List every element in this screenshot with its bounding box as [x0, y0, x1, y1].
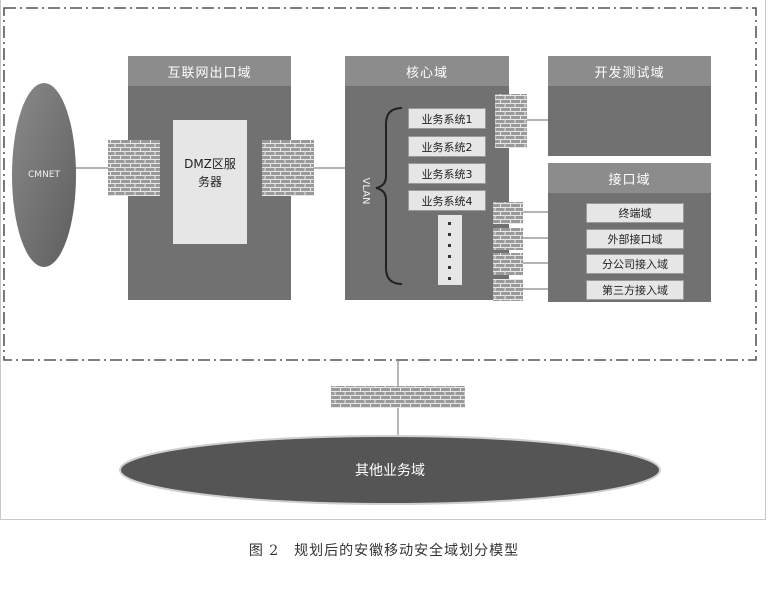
interface-domain-header: [548, 163, 711, 193]
devtest-domain-header: [548, 56, 711, 86]
figure-caption: 图 2 规划后的安徽移动安全域划分模型: [248, 543, 520, 559]
terminal-domain: 终端域: [586, 203, 684, 223]
firewall-icon: [495, 94, 527, 148]
firewall-icon: [262, 140, 314, 196]
external-interface-domain: 外部接口域: [586, 229, 684, 249]
dmz-server-box: [173, 120, 247, 244]
internet-domain-header: [128, 56, 291, 86]
security-zone-boundary: [3, 7, 757, 361]
dmz-server-label: DMZ区服务器: [184, 157, 236, 189]
other-business-domain-label: 其他业务域: [355, 463, 425, 479]
more-systems-box: [438, 215, 462, 285]
figure-frame: [0, 0, 766, 520]
cmnet-label: CMNET: [28, 170, 60, 180]
business-system-3: 业务系统3: [408, 163, 486, 184]
third-party-access-domain: 第三方接入域: [586, 280, 684, 300]
business-system-4: 业务系统4: [408, 190, 486, 211]
firewall-icon: [493, 253, 523, 275]
branch-access-domain: 分公司接入域: [586, 254, 684, 274]
ellipsis-dots: [448, 222, 451, 280]
internet-domain-title: 互联网出口域: [167, 65, 252, 81]
firewall-icon: [493, 228, 523, 250]
firewall-icon: [493, 279, 523, 301]
business-system-2: 业务系统2: [408, 136, 486, 157]
cmnet-cloud: [12, 83, 76, 267]
brace-icon: [375, 107, 403, 285]
business-system-1: 业务系统1: [408, 108, 486, 129]
core-domain-title: 核心域: [405, 65, 448, 81]
other-business-domain-ellipse: [119, 435, 661, 505]
firewall-icon: [108, 140, 160, 196]
firewall-icon: [331, 386, 465, 408]
vlan-label: VLAN: [360, 177, 372, 205]
interface-domain-title: 接口域: [608, 172, 651, 188]
core-domain-header: [345, 56, 509, 86]
devtest-domain-title: 开发测试域: [594, 65, 665, 81]
firewall-icon: [493, 202, 523, 224]
